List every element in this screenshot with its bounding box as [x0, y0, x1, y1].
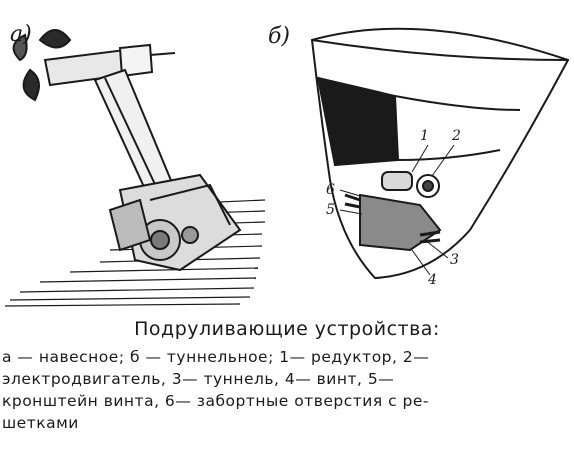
tunnel-thruster-drawing	[310, 27, 570, 280]
caption-title: Подруливающие устройства:	[134, 318, 440, 340]
callout-4: 4	[428, 272, 437, 288]
caption-line: кронштейн винта, 6— забортные отверстия …	[2, 392, 430, 410]
outboard-thruster-drawing	[4, 29, 266, 307]
callout-2: 2	[452, 128, 461, 144]
callout-1: 1	[420, 128, 429, 144]
callout-6: 6	[326, 182, 335, 198]
callout-5: 5	[326, 202, 335, 218]
callout-3: 3	[450, 252, 459, 268]
figure-caption: Подруливающие устройства: а — навесное; …	[0, 318, 574, 432]
illustration: а) б) 1 2 3 4 5 6	[4, 22, 570, 307]
panel-label-b: б)	[268, 24, 291, 49]
caption-body: а — навесное; б — туннельное; 1— редукто…	[2, 346, 572, 434]
caption-line: электродвигатель, 3— туннель, 4— винт, 5…	[2, 370, 395, 388]
panel-label-a: а)	[10, 22, 32, 47]
caption-line: а — навесное; б — туннельное; 1— редукто…	[2, 348, 430, 366]
caption-line: шетками	[2, 414, 79, 432]
thruster-drawings	[4, 27, 570, 307]
